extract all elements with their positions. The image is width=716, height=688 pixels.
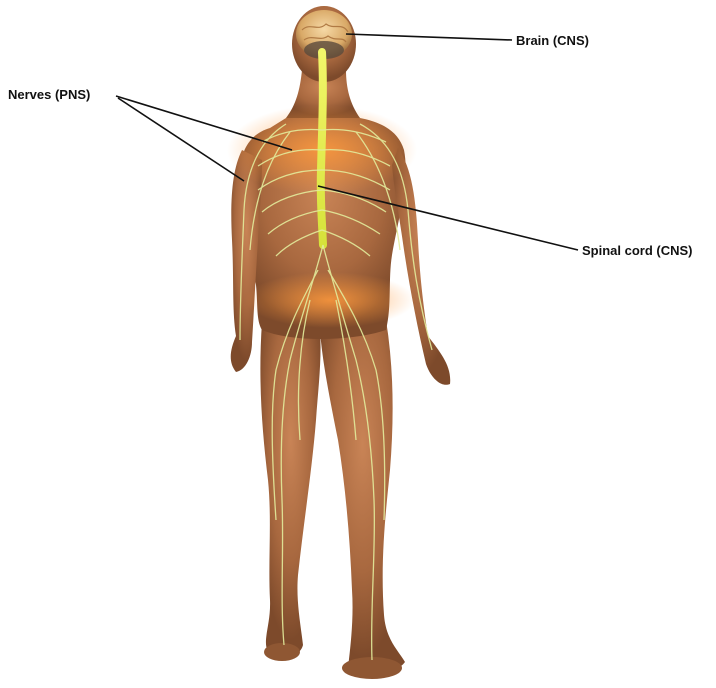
nerves-leader-line-lower	[118, 98, 244, 181]
left-foot	[264, 643, 300, 661]
spinal-cord	[321, 52, 323, 245]
right-foot	[342, 657, 402, 679]
lower-back-glow	[245, 272, 415, 328]
brain-label: Brain (CNS)	[516, 33, 589, 48]
left-leg	[260, 322, 320, 657]
right-leg	[320, 320, 405, 675]
right-arm	[392, 148, 450, 385]
nerves-label: Nerves (PNS)	[8, 87, 90, 102]
brain-leader-line	[346, 34, 512, 40]
spinal-cord-label: Spinal cord (CNS)	[582, 243, 693, 258]
